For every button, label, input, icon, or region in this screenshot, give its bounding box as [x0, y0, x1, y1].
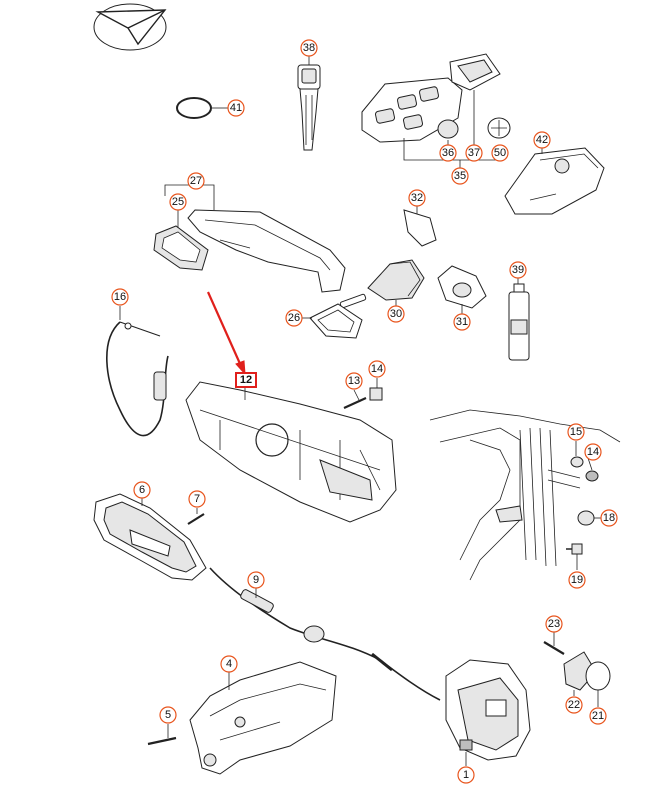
callout-16[interactable]: 16 — [111, 288, 129, 306]
highlight-arrow — [206, 291, 246, 376]
cap-part — [570, 456, 584, 468]
callout-22[interactable]: 22 — [565, 696, 583, 714]
callout-18[interactable]: 18 — [600, 509, 618, 527]
plug-part — [585, 470, 599, 482]
callout-7[interactable]: 7 — [188, 490, 206, 508]
svg-text:25: 25 — [172, 196, 184, 208]
svg-text:23: 23 — [548, 618, 560, 630]
svg-text:42: 42 — [536, 134, 548, 146]
callout-13[interactable]: 13 — [345, 372, 363, 390]
svg-text:4: 4 — [226, 658, 232, 670]
nut-part — [369, 387, 383, 401]
grommet-part — [577, 510, 595, 526]
callout-5[interactable]: 5 — [159, 706, 177, 724]
svg-text:9: 9 — [253, 574, 259, 586]
callout-19[interactable]: 19 — [568, 571, 586, 589]
svg-text:14: 14 — [587, 446, 599, 458]
interior-handle-part — [93, 493, 207, 581]
handle-screw-part — [187, 513, 205, 525]
svg-text:19: 19 — [571, 574, 583, 586]
screw-part — [343, 396, 367, 410]
callout-14-top[interactable]: 14 — [368, 360, 386, 378]
interior-cable-part — [209, 567, 441, 701]
svg-text:27: 27 — [190, 175, 202, 187]
callout-25[interactable]: 25 — [169, 193, 187, 211]
svg-text:21: 21 — [592, 710, 604, 722]
svg-text:31: 31 — [456, 316, 468, 328]
svg-text:30: 30 — [390, 308, 402, 320]
callout-21[interactable]: 21 — [589, 707, 607, 725]
spray-can-part — [508, 283, 530, 361]
remote-key-fob-part — [504, 147, 605, 215]
trim-cap-part — [403, 209, 437, 247]
svg-text:1: 1 — [463, 769, 469, 781]
callout-41[interactable]: 41 — [227, 99, 245, 117]
callout-37[interactable]: 37 — [465, 144, 483, 162]
callout-26[interactable]: 26 — [285, 309, 303, 327]
o-ring-part — [176, 97, 212, 119]
callout-14-right[interactable]: 14 — [584, 443, 602, 461]
lock-bracket-part — [189, 661, 337, 775]
key-blade-part — [297, 64, 321, 151]
direction-compass-icon — [93, 3, 167, 51]
remote-key-housing-part — [361, 77, 463, 143]
callout-38[interactable]: 38 — [300, 39, 318, 57]
svg-text:22: 22 — [568, 699, 580, 711]
svg-text:36: 36 — [442, 147, 454, 159]
svg-text:15: 15 — [570, 426, 582, 438]
svg-text:37: 37 — [468, 147, 480, 159]
callout-30[interactable]: 30 — [387, 305, 405, 323]
svg-text:32: 32 — [411, 192, 423, 204]
callout-15[interactable]: 15 — [567, 423, 585, 441]
callout-42[interactable]: 42 — [533, 131, 551, 149]
svg-text:7: 7 — [194, 493, 200, 505]
battery-part — [437, 119, 459, 139]
striker-screw-part — [543, 641, 565, 655]
callout-35[interactable]: 35 — [451, 167, 469, 185]
callout-4[interactable]: 4 — [220, 655, 238, 673]
door-lock-part — [445, 659, 531, 761]
release-cable-part — [106, 321, 169, 437]
svg-text:50: 50 — [494, 147, 506, 159]
callout-1[interactable]: 1 — [457, 766, 475, 784]
bolt-part — [566, 543, 583, 555]
callout-23[interactable]: 23 — [545, 615, 563, 633]
bracket-screw-part — [147, 736, 177, 746]
lock-cylinder-part — [339, 259, 425, 309]
callout-27[interactable]: 27 — [187, 172, 205, 190]
svg-text:5: 5 — [165, 709, 171, 721]
callout-39[interactable]: 39 — [509, 261, 527, 279]
key-cap-part — [449, 53, 501, 91]
cover-cap-part — [585, 661, 611, 691]
callout-9[interactable]: 9 — [247, 571, 265, 589]
highlighted-part-label[interactable]: 12 — [235, 372, 257, 388]
handle-gasket-part — [153, 225, 209, 271]
svg-text:35: 35 — [454, 170, 466, 182]
handle-carrier-part — [185, 381, 397, 523]
svg-text:26: 26 — [288, 312, 300, 324]
svg-text:6: 6 — [139, 484, 145, 496]
svg-text:39: 39 — [512, 264, 524, 276]
svg-text:38: 38 — [303, 42, 315, 54]
callout-50[interactable]: 50 — [491, 144, 509, 162]
callout-6[interactable]: 6 — [133, 481, 151, 499]
door-frame-section — [429, 409, 621, 581]
svg-text:16: 16 — [114, 291, 126, 303]
svg-text:13: 13 — [348, 375, 360, 387]
svg-text:41: 41 — [230, 102, 242, 114]
svg-text:12: 12 — [240, 374, 252, 386]
exterior-door-handle-part — [187, 209, 346, 293]
callout-32[interactable]: 32 — [408, 189, 426, 207]
svg-text:18: 18 — [603, 512, 615, 524]
callout-36[interactable]: 36 — [439, 144, 457, 162]
svg-text:14: 14 — [371, 363, 383, 375]
callout-31[interactable]: 31 — [453, 313, 471, 331]
